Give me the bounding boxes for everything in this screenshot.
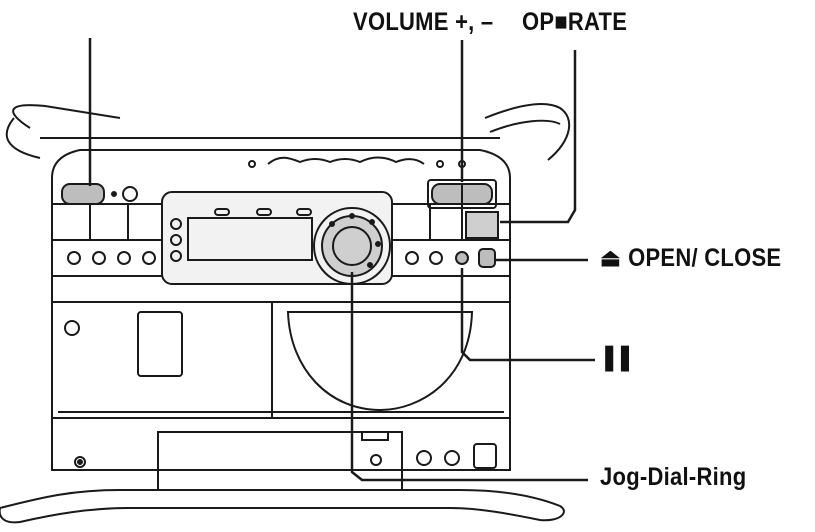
operate-label: OP■RATE: [522, 8, 628, 36]
callout-line-pause: [460, 268, 595, 362]
power-button-area: [61, 183, 138, 205]
eject-icon: ⏏: [600, 244, 622, 272]
top-button-row: [248, 156, 466, 168]
callout-line-operate: [500, 50, 577, 224]
callout-lines: [88, 38, 595, 482]
open-close-text: OPEN/ CLOSE: [628, 244, 782, 272]
right-keypad: [405, 179, 499, 268]
base-stand: [0, 489, 565, 524]
left-keypad: [67, 204, 163, 265]
bottom-panel: [74, 431, 497, 491]
jog-dial-ring-label: Jog-Dial-Ring: [600, 463, 747, 491]
pause-icon: ❚❚: [600, 343, 634, 371]
carry-handle: [5, 102, 571, 161]
cd-lid: [286, 311, 474, 412]
open-close-label: ⏏OPEN/ CLOSE: [600, 243, 781, 273]
volume-label: VOLUME +, –: [353, 8, 494, 36]
tape-deck: [64, 311, 183, 377]
callout-line-jog: [350, 272, 588, 482]
jog-dial: [313, 207, 391, 285]
